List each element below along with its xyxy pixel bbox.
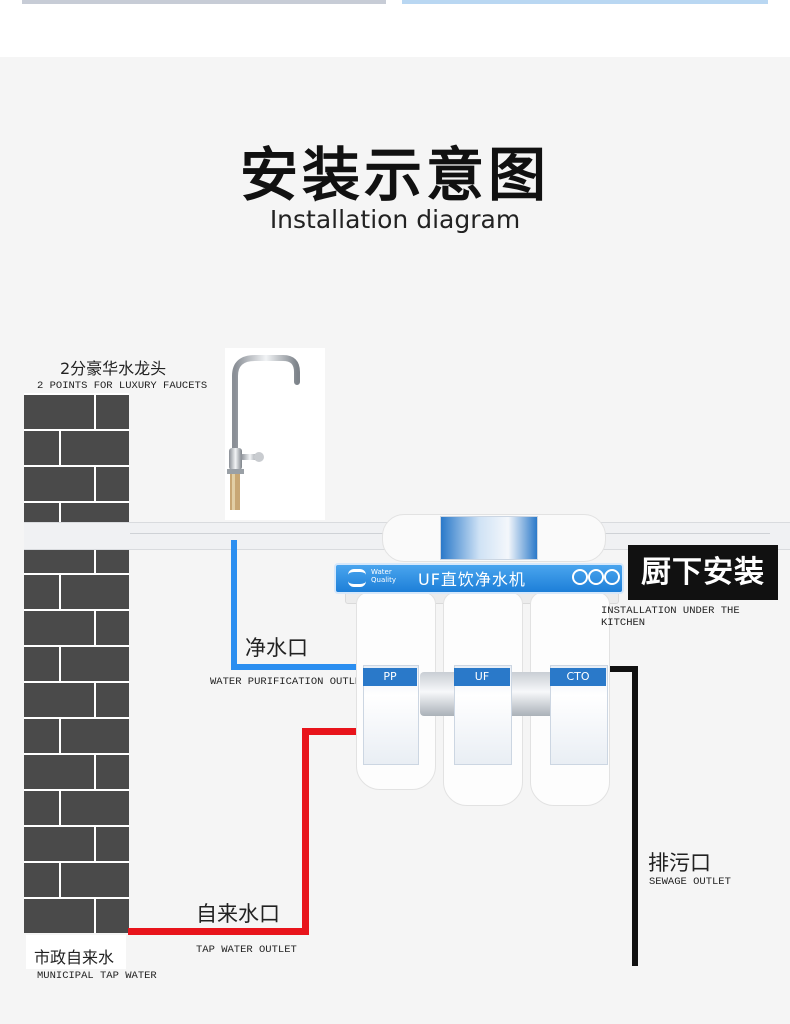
brick xyxy=(24,395,94,429)
sewage-pipe-horizontal xyxy=(598,666,638,672)
brick xyxy=(61,791,129,825)
municipal-label-en: MUNICIPAL TAP WATER xyxy=(37,970,157,982)
page-subtitle: Installation diagram xyxy=(269,205,521,234)
tap-water-pipe-vertical xyxy=(302,728,309,935)
clean-water-pipe-vertical xyxy=(231,540,237,670)
brick xyxy=(61,647,129,681)
filter-code-uf: UF xyxy=(454,668,510,686)
brick xyxy=(24,827,94,861)
brick xyxy=(96,467,129,501)
brick xyxy=(61,719,129,753)
brick xyxy=(96,395,129,429)
inline-filter-label xyxy=(440,516,538,560)
brand-small-label: Water Quality xyxy=(371,568,397,584)
brick xyxy=(96,755,129,789)
device-name: UF直饮净水机 xyxy=(418,570,526,589)
brick xyxy=(24,791,59,825)
purified-outlet-label-en: WATER PURIFICATION OUTLET xyxy=(210,676,368,688)
top-strip-right xyxy=(402,0,768,4)
brick xyxy=(61,863,129,897)
brick xyxy=(96,899,129,933)
filter-code-cto: CTO xyxy=(550,668,606,686)
brick xyxy=(96,827,129,861)
status-icon-3 xyxy=(604,569,620,585)
kitchen-install-label-en: INSTALLATION UNDER THE KITCHEN xyxy=(601,605,740,629)
brick xyxy=(96,611,129,645)
brick xyxy=(24,683,94,717)
brick xyxy=(24,863,59,897)
brick xyxy=(96,683,129,717)
sewage-outlet-label-en: SEWAGE OUTLET xyxy=(649,876,731,888)
tap-water-pipe-horizontal-top xyxy=(302,728,364,735)
top-strip-left xyxy=(22,0,386,4)
municipal-label-cn: 市政自来水 xyxy=(34,948,115,967)
faucet-icon xyxy=(227,355,300,510)
brick xyxy=(24,647,59,681)
tap-outlet-label-en: TAP WATER OUTLET xyxy=(196,944,297,956)
sewage-outlet-label-cn: 排污口 xyxy=(648,851,711,875)
tap-water-pipe-horizontal-bottom xyxy=(128,928,309,935)
brick xyxy=(61,575,129,609)
page-title: 安装示意图 xyxy=(239,141,550,209)
brick xyxy=(24,575,59,609)
brick-wall xyxy=(24,393,129,933)
kitchen-install-badge: 厨下安装 xyxy=(628,545,778,600)
tap-outlet-label-cn: 自来水口 xyxy=(196,902,280,926)
faucet-label-en: 2 POINTS FOR LUXURY FAUCETS xyxy=(37,380,208,392)
brick xyxy=(24,899,94,933)
brick xyxy=(24,431,59,465)
faucet-label-cn: 2分豪华水龙头 xyxy=(60,359,167,378)
purified-outlet-label-cn: 净水口 xyxy=(245,636,308,660)
brick xyxy=(24,467,94,501)
brick xyxy=(24,719,59,753)
brick xyxy=(24,611,94,645)
sewage-pipe-vertical xyxy=(632,666,638,966)
clean-water-pipe-horizontal xyxy=(231,664,363,670)
brick xyxy=(24,755,94,789)
faucet-image xyxy=(225,348,325,520)
status-icon-2 xyxy=(588,569,604,585)
municipal-inlet-box xyxy=(26,935,126,969)
status-icon-1 xyxy=(572,569,588,585)
water-drop-icon xyxy=(348,569,366,587)
brick xyxy=(61,431,129,465)
filter-code-pp: PP xyxy=(363,668,417,686)
